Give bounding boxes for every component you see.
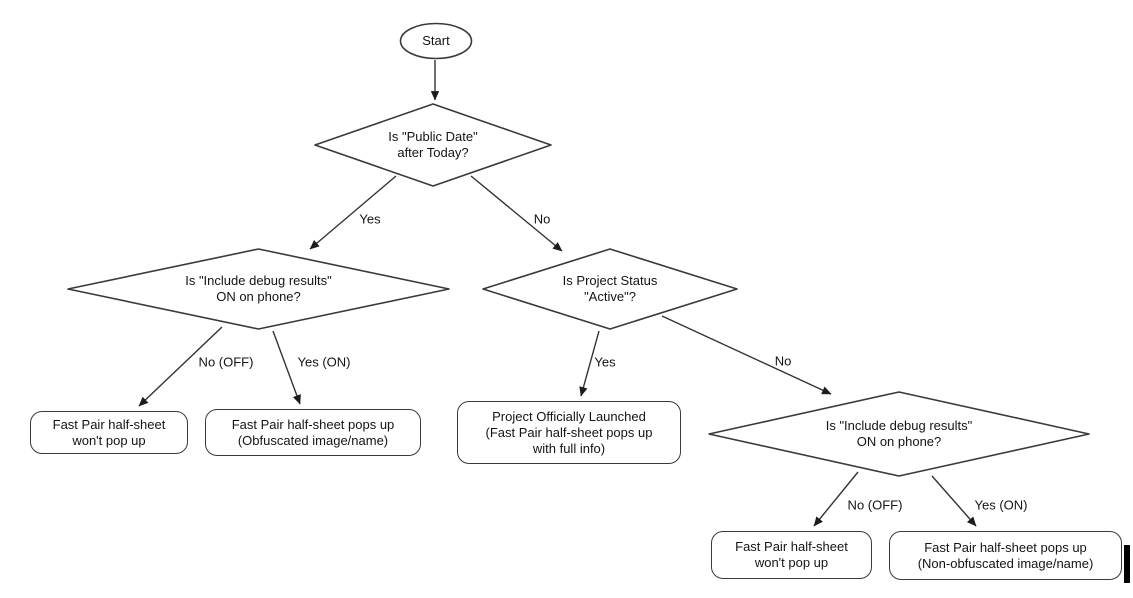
start-node: Start — [399, 22, 473, 60]
edge-label-public-date-no: No — [533, 211, 551, 227]
node-label: Fast Pair half-sheet pops up (Obfuscated… — [231, 416, 395, 448]
edge-label-debug-right-no-off: No (OFF) — [847, 497, 903, 513]
node-label: Fast Pair half-sheet won't pop up — [52, 416, 166, 448]
node-label: Project Officially Launched (Fast Pair h… — [485, 408, 653, 456]
edge-public-date-yes — [309, 175, 397, 250]
node-label: Start — [422, 33, 450, 48]
node-label: Is "Public Date" after Today? — [388, 129, 478, 160]
edge-debug-right-no-off — [813, 471, 859, 527]
edge-debug-left-yes-on — [272, 330, 301, 405]
start-oval-shape — [399, 22, 473, 60]
edge-label-debug-left-yes-on: Yes (ON) — [297, 354, 351, 370]
edge-label-public-date-yes: Yes — [359, 211, 381, 227]
node-label: Is "Include debug results" ON on phone? — [825, 418, 973, 449]
node-label: Fast Pair half-sheet pops up (Non-obfusc… — [917, 539, 1094, 571]
decision-debug-right: Is "Include debug results" ON on phone? — [707, 390, 1091, 478]
edge-label-debug-right-yes-on: Yes (ON) — [974, 497, 1028, 513]
edge-label-project-status-no: No — [774, 353, 792, 369]
edge-label-project-status-yes: Yes — [594, 354, 616, 370]
node-label: Is Project Status "Active"? — [562, 273, 658, 304]
edge-public-date-no — [470, 175, 563, 252]
edge-debug-left-no-off — [138, 326, 223, 407]
result-no-popup-right: Fast Pair half-sheet won't pop up — [711, 531, 872, 579]
edge-project-status-yes — [579, 330, 600, 397]
edge-debug-right-yes-on — [931, 475, 977, 527]
edge-project-status-no — [661, 315, 832, 395]
node-label: Fast Pair half-sheet won't pop up — [735, 539, 848, 570]
text-cursor-bar — [1124, 545, 1130, 583]
result-obfuscated-popup: Fast Pair half-sheet pops up (Obfuscated… — [205, 409, 421, 456]
result-officially-launched: Project Officially Launched (Fast Pair h… — [457, 401, 681, 464]
decision-debug-left: Is "Include debug results" ON on phone? — [66, 247, 451, 331]
decision-project-status: Is Project Status "Active"? — [481, 247, 739, 331]
decision-public-date: Is "Public Date" after Today? — [313, 102, 553, 188]
result-no-popup-left: Fast Pair half-sheet won't pop up — [30, 411, 188, 454]
diamond-shape — [67, 248, 450, 330]
diamond-shape — [482, 248, 738, 330]
result-non-obfuscated-popup: Fast Pair half-sheet pops up (Non-obfusc… — [889, 531, 1122, 580]
node-label: Is "Include debug results" ON on phone? — [185, 273, 332, 304]
edge-label-debug-left-no-off: No (OFF) — [198, 354, 254, 370]
diamond-shape — [708, 391, 1090, 477]
diamond-shape — [314, 103, 552, 187]
